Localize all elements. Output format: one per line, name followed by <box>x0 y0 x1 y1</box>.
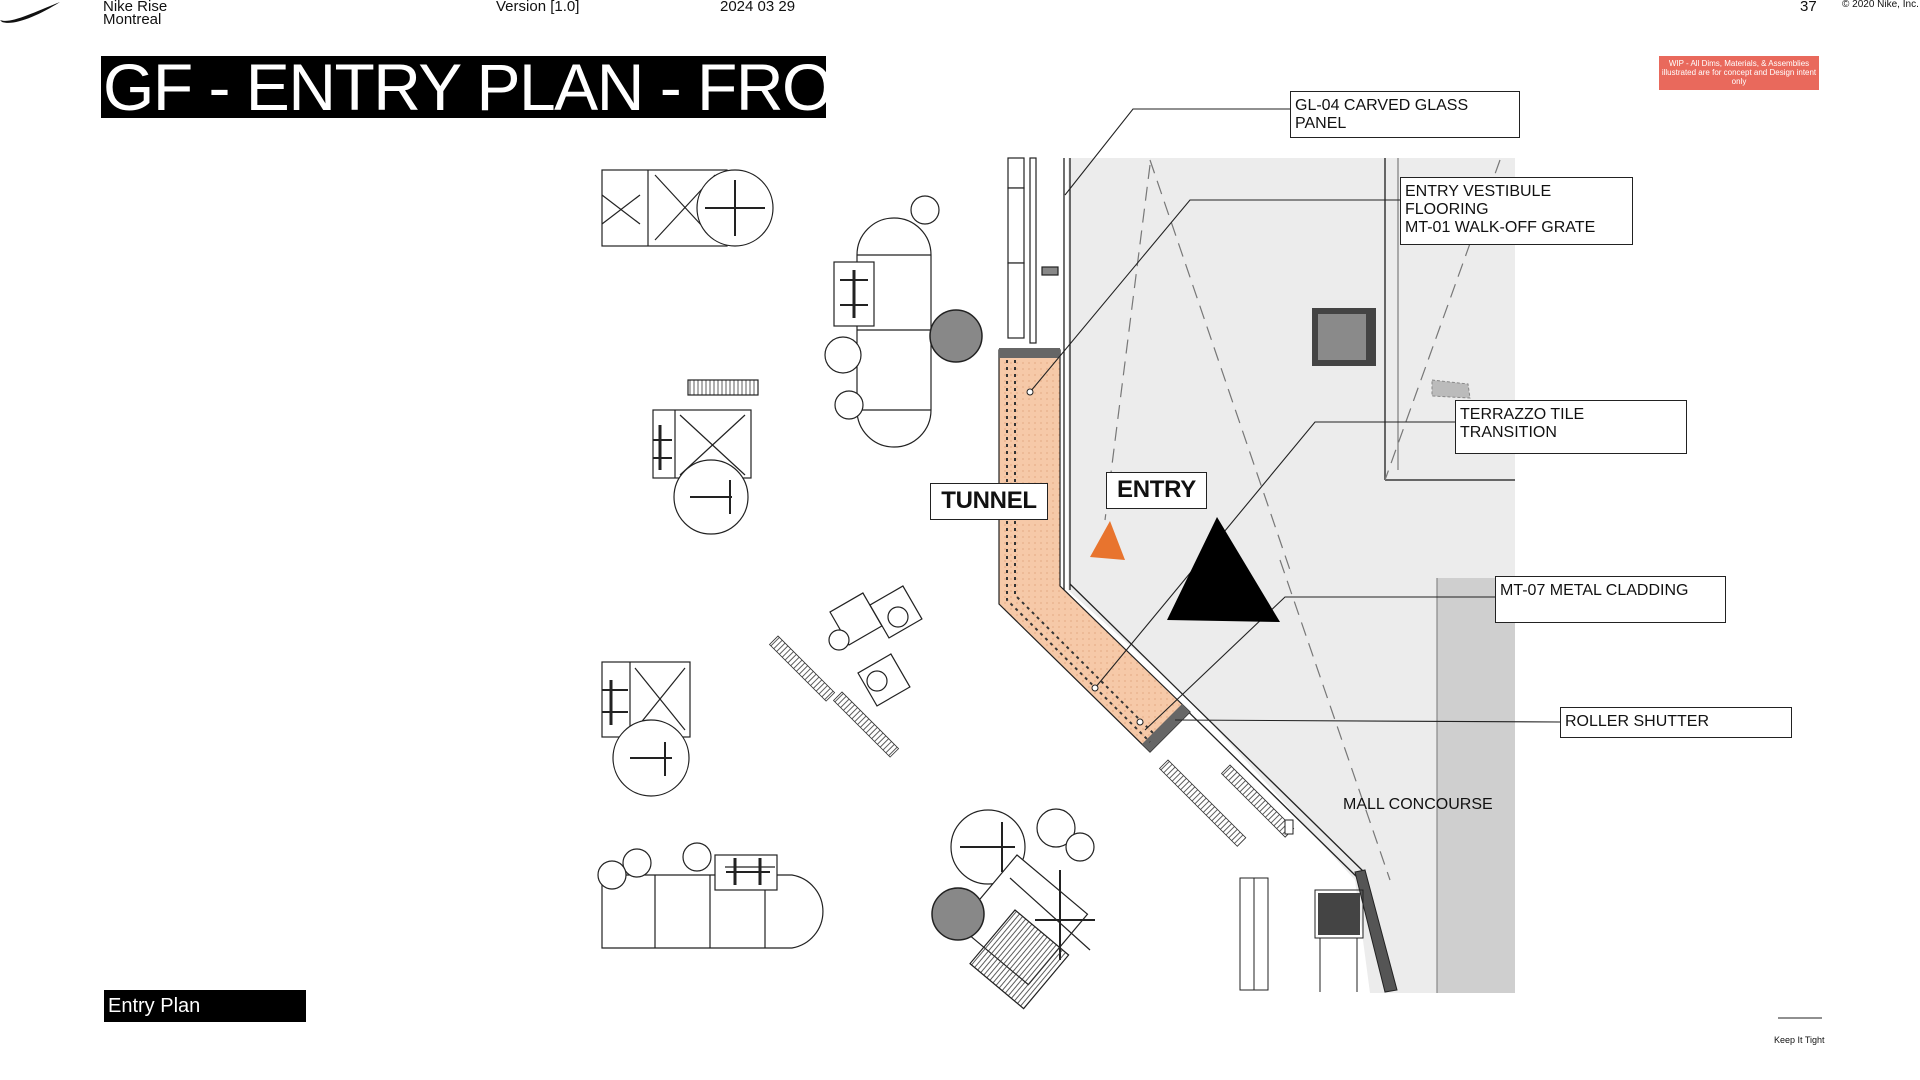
entry-label: ENTRY <box>1106 472 1207 509</box>
vestibule-floor <box>1068 158 1515 993</box>
callout-glass-panel: GL-04 CARVED GLASS PANEL <box>1290 91 1520 138</box>
callout-vestibule-flooring: ENTRY VESTIBULE FLOORING MT-01 WALK-OFF … <box>1400 177 1633 245</box>
copyright: © 2020 Nike, Inc. <box>1842 0 1919 10</box>
version-label: Version [1.0] <box>496 0 580 15</box>
callout-metal-cladding: MT-07 METAL CLADDING <box>1495 576 1726 623</box>
date-label: 2024 03 29 <box>720 0 796 15</box>
page-title: GF - ENTRY PLAN - FROM <box>101 56 826 118</box>
tunnel-label: TUNNEL <box>930 483 1048 520</box>
brand-location: Montreal <box>103 11 162 28</box>
mall-concourse-label: MALL CONCOURSE <box>1343 796 1493 813</box>
entry-direction-triangle-icon <box>1167 517 1280 622</box>
page-title-text: GF - ENTRY PLAN - FROM <box>103 56 826 118</box>
metal-cladding-zone <box>1437 578 1515 993</box>
wip-note-badge: WIP - All Dims, Materials, & Assemblies … <box>1659 56 1819 90</box>
tagline: Keep It Tight <box>1774 1035 1825 1045</box>
orange-arrow-icon <box>1090 521 1125 560</box>
callout-roller-shutter: ROLLER SHUTTER <box>1560 707 1792 738</box>
callout-terrazzo: TERRAZZO TILE TRANSITION <box>1455 400 1687 454</box>
page-number: 37 <box>1800 0 1817 15</box>
section-label: Entry Plan <box>104 990 306 1022</box>
brand-name: Nike Rise <box>103 0 168 15</box>
